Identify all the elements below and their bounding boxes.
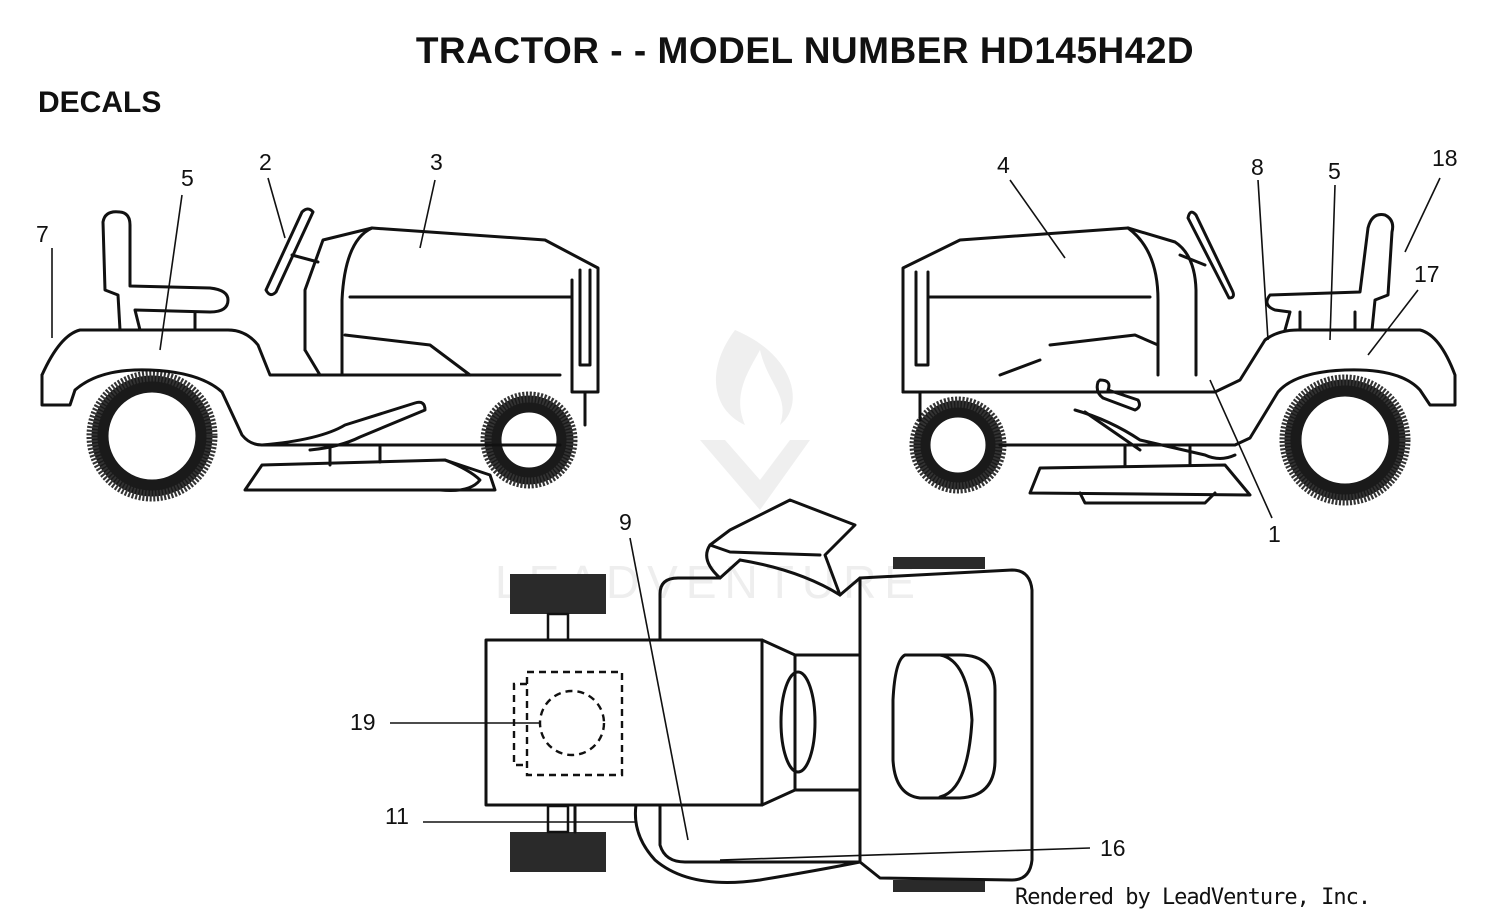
callout-19: 19: [350, 709, 376, 735]
callout-9: 9: [619, 509, 632, 535]
render-credit: Rendered by LeadVenture, Inc.: [1015, 885, 1371, 910]
callout-8: 8: [1251, 154, 1264, 180]
tractor-left-side-view: [40, 207, 600, 502]
callout-4: 4: [997, 152, 1010, 178]
callout-16: 16: [1100, 835, 1126, 861]
callout-2: 2: [259, 149, 272, 175]
tractor-top-view: [484, 498, 1034, 892]
callout-18: 18: [1432, 145, 1458, 171]
callout-3: 3: [430, 149, 443, 175]
leader-lines: [51, 177, 1441, 861]
page-title: TRACTOR - - MODEL NUMBER HD145H42D: [415, 30, 1195, 71]
callout-7: 7: [36, 221, 49, 247]
callout-11: 11: [385, 803, 409, 829]
callout-1: 1: [1268, 521, 1281, 547]
callout-numbers: 7 5 2 3 4 8 5 18 17 1 9 19 11 16: [36, 145, 1458, 861]
tractor-right-side-view: [901, 210, 1457, 506]
callout-5-right: 5: [1328, 158, 1341, 184]
section-heading: DECALS: [38, 86, 162, 119]
callout-17: 17: [1414, 261, 1440, 287]
callout-5-left: 5: [181, 165, 194, 191]
